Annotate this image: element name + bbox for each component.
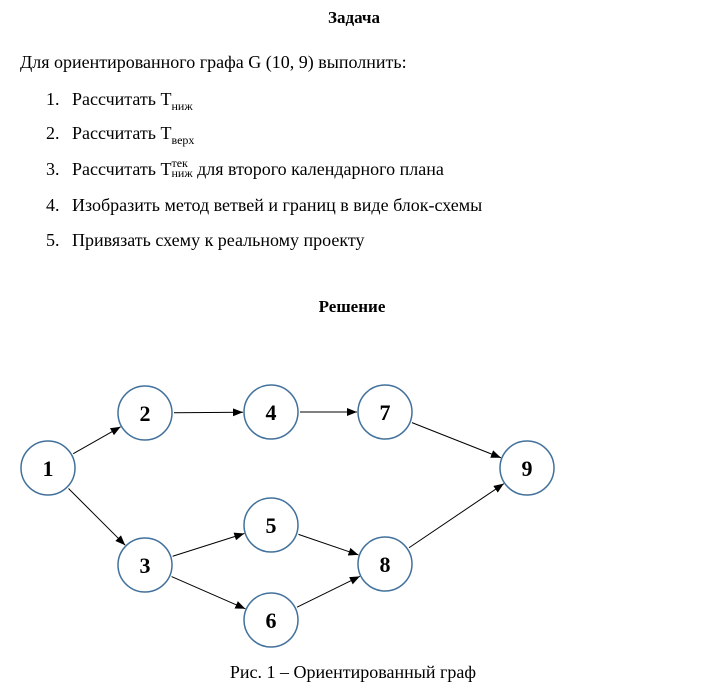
node-circle <box>243 592 299 648</box>
figure-caption: Рис. 1 – Ориентированный граф <box>229 662 477 682</box>
node-label: 3 <box>140 553 151 578</box>
node-circle <box>117 537 173 593</box>
edge-6-8 <box>296 575 361 608</box>
node-label: 5 <box>266 513 277 538</box>
task-text: Рассчитать T <box>72 89 172 109</box>
node-label: 4 <box>266 400 277 425</box>
task-superscript: тек <box>171 155 188 170</box>
task-number: 5. <box>46 230 60 250</box>
task-heading: Задача <box>328 8 380 27</box>
graph-node-9: 9 <box>499 440 555 496</box>
edge-2-4 <box>173 408 244 417</box>
graph-node-2: 2 <box>117 385 173 441</box>
edge-8-9 <box>408 483 505 549</box>
task-subscript: ниж <box>171 99 193 113</box>
edge-3-5 <box>172 532 245 557</box>
node-circle <box>20 440 76 496</box>
edge-1-3 <box>68 488 126 546</box>
node-circle <box>243 384 299 440</box>
node-circle <box>357 384 413 440</box>
task-subscript: ниж <box>171 165 193 180</box>
node-label: 6 <box>266 608 277 633</box>
graph-node-4: 4 <box>243 384 299 440</box>
edge-1-2 <box>72 426 121 455</box>
task-number: 3. <box>46 159 60 179</box>
node-label: 1 <box>43 456 54 481</box>
task-item-2: 2. Рассчитать Tверх <box>46 123 195 147</box>
task-item-1: 1. Рассчитать Tниж <box>46 89 193 113</box>
task-text: Рассчитать T <box>72 159 172 179</box>
task-item-4: 4. Изобразить метод ветвей и границ в вид… <box>46 195 482 216</box>
task-number: 4. <box>46 195 60 215</box>
solution-heading: Решение <box>318 297 386 316</box>
task-number: 2. <box>46 123 60 143</box>
edge-7-9 <box>411 422 502 459</box>
graph-node-3: 3 <box>117 537 173 593</box>
node-label: 7 <box>380 400 391 425</box>
graph-node-5: 5 <box>243 497 299 553</box>
task-item-5: 5. Привязать схему к реальному проекту <box>46 230 365 251</box>
task-text: Привязать схему к реальному проекту <box>72 230 365 250</box>
node-circle <box>499 440 555 496</box>
intro-text: Для ориентированного графа G (10, 9) вып… <box>20 52 407 72</box>
task-subscript: верх <box>171 133 195 147</box>
node-circle <box>357 536 413 592</box>
node-label: 9 <box>522 456 533 481</box>
graph-node-7: 7 <box>357 384 413 440</box>
graph-node-8: 8 <box>357 536 413 592</box>
node-label: 2 <box>140 401 151 426</box>
task-text: Рассчитать T <box>72 123 172 143</box>
task-text: Изобразить метод ветвей и границ в виде … <box>72 195 483 215</box>
node-label: 8 <box>380 552 391 577</box>
graph-node-6: 6 <box>243 592 299 648</box>
task-rest: для второго календарного плана <box>192 159 444 179</box>
graph-node-1: 1 <box>20 440 76 496</box>
node-circle <box>243 497 299 553</box>
task-number: 1. <box>46 89 60 109</box>
node-circle <box>117 385 173 441</box>
edge-3-6 <box>171 576 246 610</box>
edge-5-8 <box>298 533 359 556</box>
